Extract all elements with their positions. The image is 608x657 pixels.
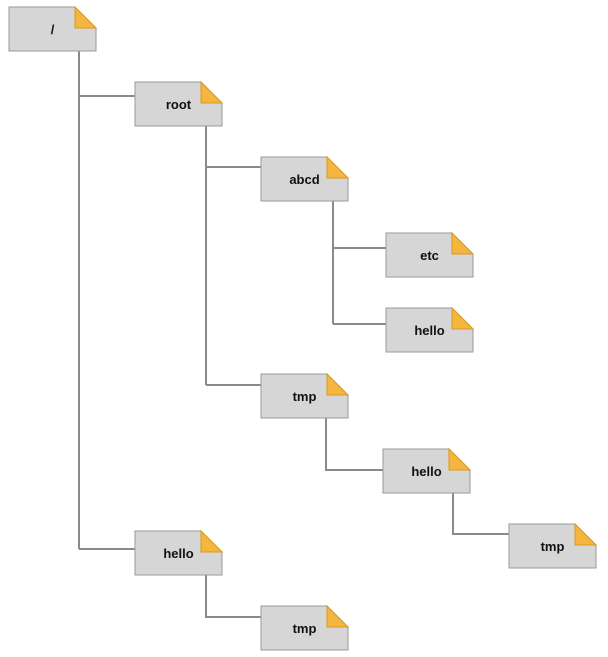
node-label: hello (411, 464, 441, 479)
file-icon (574, 522, 598, 546)
node-label: hello (163, 546, 193, 561)
file-icon (74, 5, 98, 29)
tree-node-root[interactable]: root (134, 80, 224, 127)
node-label: abcd (289, 172, 319, 187)
tree-node-etc[interactable]: etc (385, 231, 475, 278)
tree-node-hello-bottom-tmp[interactable]: tmp (260, 604, 350, 651)
node-label: root (166, 97, 192, 112)
tree-node-abcd-hello[interactable]: hello (385, 306, 475, 353)
file-icon (326, 155, 350, 179)
connector-lines (78, 51, 509, 618)
connector-hello-bottom-children (205, 574, 261, 618)
node-label: etc (420, 248, 439, 263)
file-icon (448, 447, 472, 471)
file-icon (200, 529, 224, 553)
file-icon (451, 231, 475, 255)
tree-node-abcd[interactable]: abcd (260, 155, 350, 202)
node-label: tmp (293, 389, 317, 404)
node-label: tmp (293, 621, 317, 636)
connector-abcd-children (332, 201, 386, 325)
tree-node-root-tmp[interactable]: tmp (260, 372, 350, 419)
tree-node-root-dir[interactable]: / (8, 5, 98, 52)
file-icon (200, 80, 224, 104)
tree-node-hello-tmp[interactable]: tmp (508, 522, 598, 569)
file-icon (451, 306, 475, 330)
node-label: tmp (541, 539, 565, 554)
file-icon (326, 372, 350, 396)
connector-root-to-root (78, 51, 135, 550)
node-label: / (51, 22, 55, 37)
tree-node-hello[interactable]: hello (134, 529, 224, 576)
connector-tmp-children (325, 418, 383, 471)
tree-node-tmp-hello[interactable]: hello (382, 447, 472, 494)
file-icon (326, 604, 350, 628)
node-label: hello (414, 323, 444, 338)
connector-root-children (205, 126, 261, 386)
connector-hello-children (452, 492, 509, 535)
